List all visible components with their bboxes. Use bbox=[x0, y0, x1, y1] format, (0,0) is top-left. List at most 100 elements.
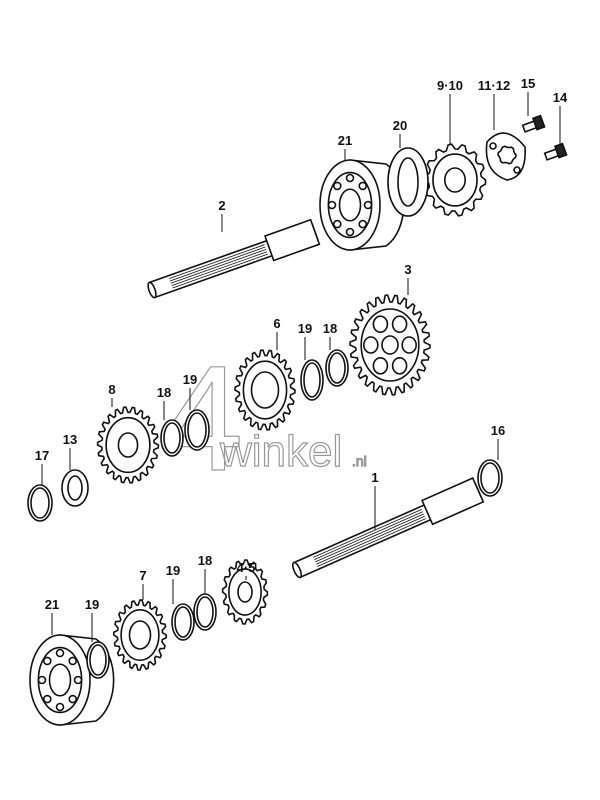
spline bbox=[316, 515, 425, 565]
bearing-bottom-bore bbox=[48, 663, 72, 697]
watermark-logo: 4 winkel .nl bbox=[159, 333, 367, 502]
countershaft-gear-end bbox=[263, 218, 321, 262]
part-label: 16 bbox=[491, 423, 505, 438]
ball bbox=[42, 656, 52, 666]
part-label: 19 bbox=[298, 321, 312, 336]
ball bbox=[55, 702, 65, 712]
gear-6-bore bbox=[250, 371, 280, 409]
bolt-14 bbox=[543, 142, 568, 161]
ball bbox=[42, 694, 52, 704]
large-gear bbox=[349, 294, 431, 396]
ball bbox=[363, 200, 373, 210]
part-label: 2 bbox=[218, 198, 225, 213]
part-label: 8 bbox=[108, 382, 115, 397]
washer-16 bbox=[477, 459, 503, 497]
ball bbox=[68, 694, 78, 704]
mainshaft-end bbox=[291, 561, 303, 579]
lightening-hole bbox=[391, 356, 408, 375]
part-label: 19 bbox=[166, 563, 180, 578]
part-label: 13 bbox=[63, 432, 77, 447]
ball bbox=[358, 219, 368, 229]
sprocket-plate-spline-hole bbox=[497, 145, 517, 165]
gear-4-5-bore bbox=[237, 581, 253, 603]
ball bbox=[55, 648, 65, 658]
ball bbox=[327, 200, 337, 210]
part-label: 20 bbox=[393, 118, 407, 133]
washer-low bbox=[193, 593, 217, 631]
part-label: 18 bbox=[323, 321, 337, 336]
part-label: 14 bbox=[553, 90, 568, 105]
part-label: 21 bbox=[45, 597, 59, 612]
ball bbox=[68, 656, 78, 666]
ball bbox=[332, 181, 342, 191]
part-label: 1 bbox=[371, 470, 378, 485]
circlip-mid-inner bbox=[303, 362, 321, 398]
circlip-low-inner bbox=[174, 606, 192, 638]
ball bbox=[37, 675, 47, 685]
bearing-bottom bbox=[29, 634, 115, 726]
part-label: 17 bbox=[35, 448, 49, 463]
bolt-hole bbox=[489, 142, 497, 150]
spline bbox=[314, 511, 423, 560]
washer-mid-inner bbox=[328, 352, 346, 384]
circlip-mid bbox=[300, 359, 324, 401]
circlip-bottom bbox=[86, 641, 110, 679]
ball bbox=[358, 181, 368, 191]
lightening-hole bbox=[401, 336, 418, 354]
oil-seal-inner bbox=[397, 157, 419, 207]
part-label: 21 bbox=[338, 133, 352, 148]
part-label: 18 bbox=[157, 385, 171, 400]
bolt-15-head bbox=[531, 114, 546, 131]
part-label: 11·12 bbox=[478, 78, 511, 93]
mainshaft bbox=[291, 477, 485, 579]
part-label: 3 bbox=[404, 262, 411, 277]
oil-seal bbox=[387, 147, 429, 217]
part-label: 19 bbox=[85, 597, 99, 612]
sprocket-plate bbox=[485, 132, 526, 181]
mainshaft-body bbox=[291, 477, 485, 579]
gear-8-bore bbox=[117, 432, 139, 458]
circlip-left bbox=[184, 409, 210, 451]
part-label: 18 bbox=[198, 553, 212, 568]
washer-17 bbox=[27, 484, 53, 522]
spline bbox=[317, 518, 426, 567]
gear-7 bbox=[113, 599, 168, 671]
gear-6 bbox=[234, 349, 296, 431]
gear-7-bore bbox=[128, 620, 152, 650]
countershaft-body bbox=[147, 218, 321, 299]
ball bbox=[332, 219, 342, 229]
ball bbox=[345, 173, 355, 183]
bolt-14-head bbox=[553, 142, 568, 159]
spline bbox=[171, 251, 268, 287]
watermark-text: winkel bbox=[219, 427, 342, 476]
part-label: 19 bbox=[183, 372, 197, 387]
circlip-bottom-inner bbox=[89, 644, 107, 676]
large-gear-bore bbox=[381, 335, 399, 355]
sprocket-bore bbox=[443, 167, 466, 193]
part-label: 9·10 bbox=[437, 78, 463, 93]
washer-mid bbox=[325, 349, 349, 387]
washer-17-inner bbox=[30, 487, 50, 519]
part-label: 6 bbox=[273, 316, 280, 331]
bearing-top-bore bbox=[338, 188, 362, 222]
washer-left bbox=[160, 419, 184, 457]
part-label: 15 bbox=[521, 76, 535, 91]
bolt-hole bbox=[513, 166, 521, 174]
ball bbox=[73, 675, 83, 685]
circlip-low bbox=[171, 603, 195, 641]
lightening-hole bbox=[372, 315, 389, 334]
spline bbox=[172, 253, 268, 289]
countershaft bbox=[147, 218, 321, 299]
lightening-hole bbox=[391, 315, 408, 334]
part-label: 4·5 bbox=[237, 560, 256, 575]
circlip-left-inner bbox=[187, 412, 207, 448]
lightening-hole bbox=[372, 356, 389, 375]
bushing-13 bbox=[61, 469, 89, 507]
spline bbox=[170, 249, 267, 284]
washer-16-inner bbox=[480, 462, 500, 494]
sprocket bbox=[423, 143, 487, 217]
spline bbox=[169, 246, 266, 282]
mainshaft-gear-end bbox=[421, 477, 485, 526]
spline bbox=[315, 513, 424, 563]
